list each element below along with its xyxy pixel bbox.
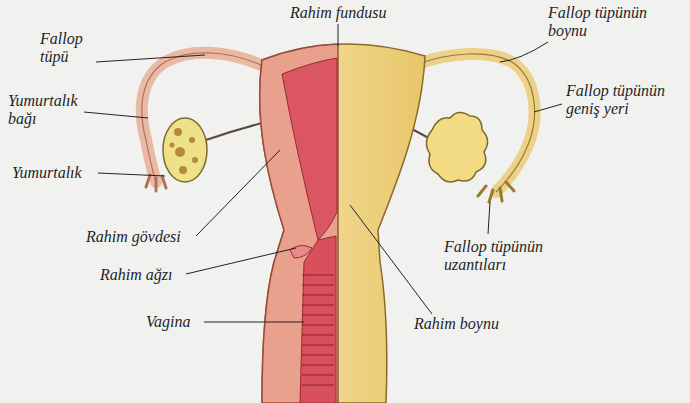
fimbriae (478, 182, 514, 202)
part-label: Yumurtalık bağı (8, 92, 98, 128)
ovary (426, 112, 487, 182)
part-label: Rahim boynu (414, 315, 544, 333)
fallopian-tube (418, 54, 535, 192)
ovary (163, 118, 207, 182)
part-label: Fallop tüpünün boynu (548, 4, 678, 40)
fallopian-tube-line (418, 54, 535, 192)
part-label: Yumurtalık (12, 164, 112, 182)
part-label: Rahim gövdesi (86, 228, 206, 246)
part-label: Fallop tüpünün geniş yeri (566, 82, 686, 118)
part-label: Fallop tüpü (40, 30, 96, 66)
vaginal-rugae (302, 275, 334, 385)
uterine-cavity (282, 58, 337, 240)
part-label: Vagina (146, 313, 216, 331)
cervix-lip (290, 245, 312, 258)
uterus-section (260, 44, 338, 403)
part-label: Rahim fundusu (290, 4, 420, 22)
leader-lines (84, 24, 562, 322)
ovarian-ligament (206, 122, 266, 140)
uterus-exterior (260, 44, 425, 403)
fallopian-tube (142, 53, 268, 182)
part-label: Fallop tüpünün uzantıları (444, 238, 564, 274)
fallopian-tube-line (142, 53, 268, 182)
fimbriae (146, 175, 166, 191)
vaginal-canal (300, 236, 336, 403)
part-label: Rahim ağzı (100, 266, 200, 284)
follicles (170, 128, 199, 174)
